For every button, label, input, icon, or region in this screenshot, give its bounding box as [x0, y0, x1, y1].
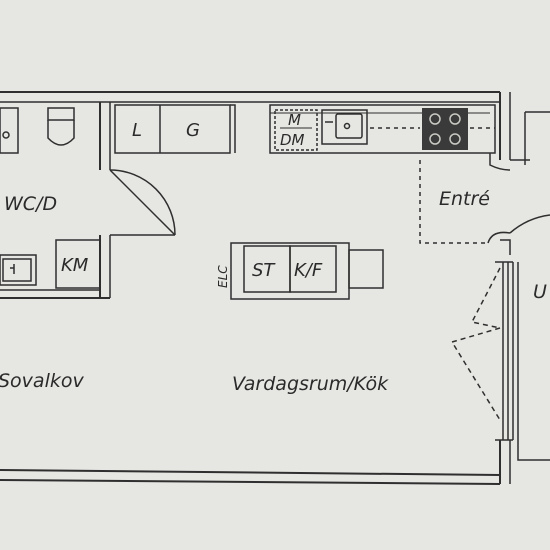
toilet [47, 107, 75, 146]
room-label-living-kitchen: Vardagsrum/Kök [232, 373, 389, 395]
outer-walls [0, 91, 511, 485]
room-label-wc: WC/D [4, 193, 57, 215]
shower [0, 107, 19, 154]
bathroom-door [109, 169, 176, 236]
sink [0, 254, 37, 286]
entrance-area [419, 153, 550, 255]
kitchen-counter [114, 104, 496, 154]
room-label-entrance: Entré [439, 188, 490, 210]
bottom-wall-inner [0, 469, 501, 476]
fixture-label-electric-cabinet: ELC [216, 265, 230, 288]
counter-block [269, 104, 496, 154]
bathroom-door-arc [109, 169, 176, 236]
room-label-bedroom-alcove: Sovalkov [0, 370, 84, 392]
entrance-door-arc [509, 214, 550, 234]
room-label-outside: U [533, 281, 547, 303]
kitchen-sink [321, 109, 368, 145]
stove-top [422, 108, 468, 150]
washer-box [55, 239, 101, 289]
fixture-label-fridge: L [132, 120, 142, 141]
fixture-label-stove: ST [252, 260, 276, 281]
fixture-label-microwave: M [288, 111, 301, 129]
microwave-dishwasher-box [274, 109, 318, 151]
wardrobe-block [114, 104, 231, 154]
bathroom-door-leaf [109, 169, 176, 236]
fixture-label-freezer: G [186, 120, 200, 141]
balcony-door [450, 261, 514, 441]
bottom-wall-outer [0, 479, 501, 485]
adjacent-room [517, 111, 550, 461]
fixture-label-fridge-freezer: K/F [294, 260, 323, 281]
fixture-label-washer: KM [61, 255, 89, 276]
fixture-label-dishwasher: DM [280, 131, 305, 149]
kitchen-island [230, 242, 384, 300]
